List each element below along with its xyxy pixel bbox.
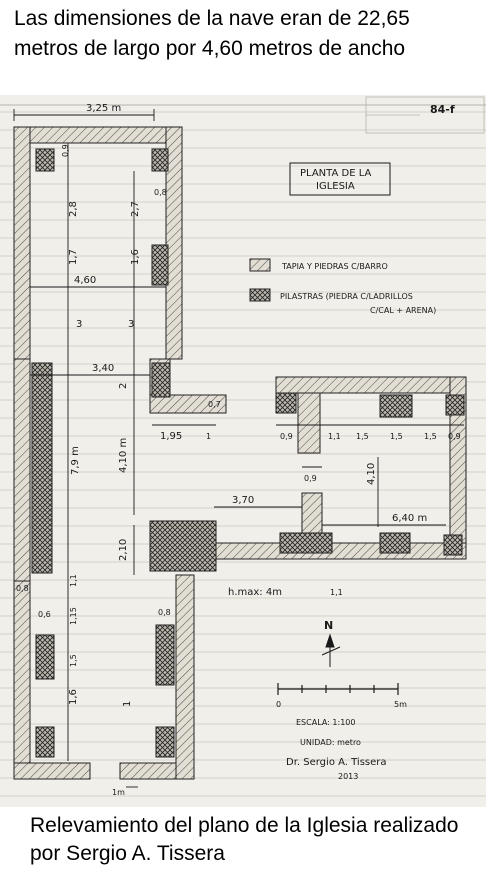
svg-text:4,60: 4,60 [74, 275, 96, 286]
svg-text:1,5: 1,5 [69, 654, 78, 667]
church-floor-plan: 84-f [0, 95, 486, 807]
north-label: N [324, 619, 333, 632]
legend-pilaster-label1: PILASTRAS (PIEDRA C/LADRILLOS [280, 292, 413, 301]
svg-text:0,6: 0,6 [38, 610, 51, 619]
svg-text:1: 1 [122, 701, 133, 707]
scale-text: ESCALA: 1:100 [296, 718, 355, 727]
scale-bar [277, 683, 399, 695]
nave-walls [13, 126, 227, 780]
svg-text:3,25 m: 3,25 m [86, 103, 121, 114]
svg-text:1: 1 [206, 432, 211, 441]
svg-text:0,8: 0,8 [158, 608, 171, 617]
svg-text:0,9: 0,9 [448, 432, 461, 441]
svg-text:3: 3 [76, 319, 82, 330]
svg-text:2: 2 [118, 383, 129, 389]
svg-text:1,95: 1,95 [160, 431, 182, 442]
svg-text:4,10 m: 4,10 m [118, 438, 129, 473]
svg-text:0,9: 0,9 [280, 432, 293, 441]
svg-text:0,9: 0,9 [61, 144, 70, 157]
svg-text:1,5: 1,5 [390, 432, 403, 441]
svg-text:3,70: 3,70 [232, 495, 254, 506]
legend-pilaster-swatch [249, 288, 271, 302]
svg-text:2,10: 2,10 [118, 539, 129, 561]
units-text: UNIDAD: metro [300, 738, 361, 747]
svg-text:1,5: 1,5 [356, 432, 369, 441]
height-note: h.max: 4m [228, 587, 282, 598]
svg-text:3,40: 3,40 [92, 363, 114, 374]
svg-text:0,8: 0,8 [16, 584, 29, 593]
page-code: 84-f [430, 103, 455, 116]
year: 2013 [338, 772, 358, 781]
title-box [289, 162, 391, 196]
svg-text:6,40 m: 6,40 m [392, 513, 427, 524]
svg-text:0,9: 0,9 [304, 474, 317, 483]
svg-text:1,1: 1,1 [69, 574, 78, 587]
svg-text:1,6: 1,6 [68, 689, 79, 705]
title-line2: IGLESIA [316, 181, 355, 192]
legend-pilaster-label2: C/CAL + ARENA) [370, 306, 436, 315]
author: Dr. Sergio A. Tissera [286, 757, 387, 768]
north-arrow-icon [321, 633, 341, 667]
svg-text:1,5: 1,5 [424, 432, 437, 441]
title-line1: PLANTA DE LA [300, 168, 372, 179]
svg-text:1m: 1m [112, 788, 125, 797]
svg-text:0,7: 0,7 [208, 400, 221, 409]
svg-text:3: 3 [128, 319, 134, 330]
svg-text:2,8: 2,8 [68, 201, 79, 217]
svg-text:1,15: 1,15 [69, 607, 78, 625]
svg-text:0,8: 0,8 [154, 188, 167, 197]
dimension-lines [13, 109, 464, 788]
svg-text:4,10: 4,10 [366, 463, 377, 485]
svg-text:1,6: 1,6 [130, 249, 141, 265]
svg-text:7,9 m: 7,9 m [70, 446, 81, 475]
legend-wall-label: TAPIA Y PIEDRAS C/BARRO [281, 262, 388, 271]
dimension-labels: 3,25 m 4,60 3,40 1,95 3,70 6,40 m 4,10 m… [16, 103, 461, 797]
svg-text:1,7: 1,7 [68, 249, 79, 265]
scale-end: 5m [394, 700, 407, 709]
svg-text:1,1: 1,1 [330, 588, 343, 597]
scale-start: 0 [276, 700, 281, 709]
pilasters [31, 148, 465, 758]
bottom-caption: Relevamiento del plano de la Iglesia rea… [30, 814, 459, 865]
svg-text:2,7: 2,7 [130, 201, 141, 217]
legend-wall-swatch [249, 258, 271, 272]
top-caption: Las dimensiones de la nave eran de 22,65… [14, 7, 410, 60]
svg-text:1,1: 1,1 [328, 432, 341, 441]
